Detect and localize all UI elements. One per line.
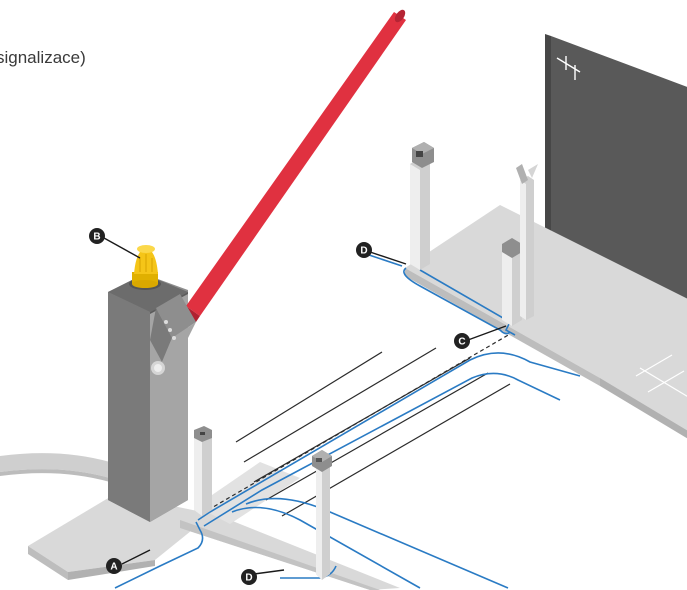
boom-mount	[150, 294, 196, 375]
warning-lamp	[129, 245, 161, 290]
photocell-post-left	[194, 426, 212, 516]
dashed-connection	[207, 333, 511, 511]
cables	[114, 251, 581, 589]
marker-d-top: D	[356, 242, 372, 258]
gate-post	[516, 164, 538, 320]
photocell-post-top	[410, 142, 434, 270]
marker-c-label: C	[458, 337, 465, 348]
photocell-post-c	[502, 238, 522, 326]
marker-d-top-label: D	[360, 246, 367, 257]
ground-channel	[180, 462, 400, 590]
marker-b: B	[89, 228, 105, 244]
photocell-post-bottom	[312, 450, 332, 580]
marker-c: C	[454, 333, 470, 349]
boom-arm	[182, 9, 406, 322]
marker-a-label: A	[110, 562, 117, 573]
marker-d-bottom: D	[241, 569, 257, 585]
marker-b-label: B	[93, 232, 100, 243]
caption-line-1: signalizace)	[0, 48, 86, 67]
ground-curve-left	[0, 453, 110, 482]
marker-d-bottom-label: D	[245, 573, 252, 584]
leader-lines	[103, 237, 507, 575]
marker-a: A	[106, 558, 122, 574]
